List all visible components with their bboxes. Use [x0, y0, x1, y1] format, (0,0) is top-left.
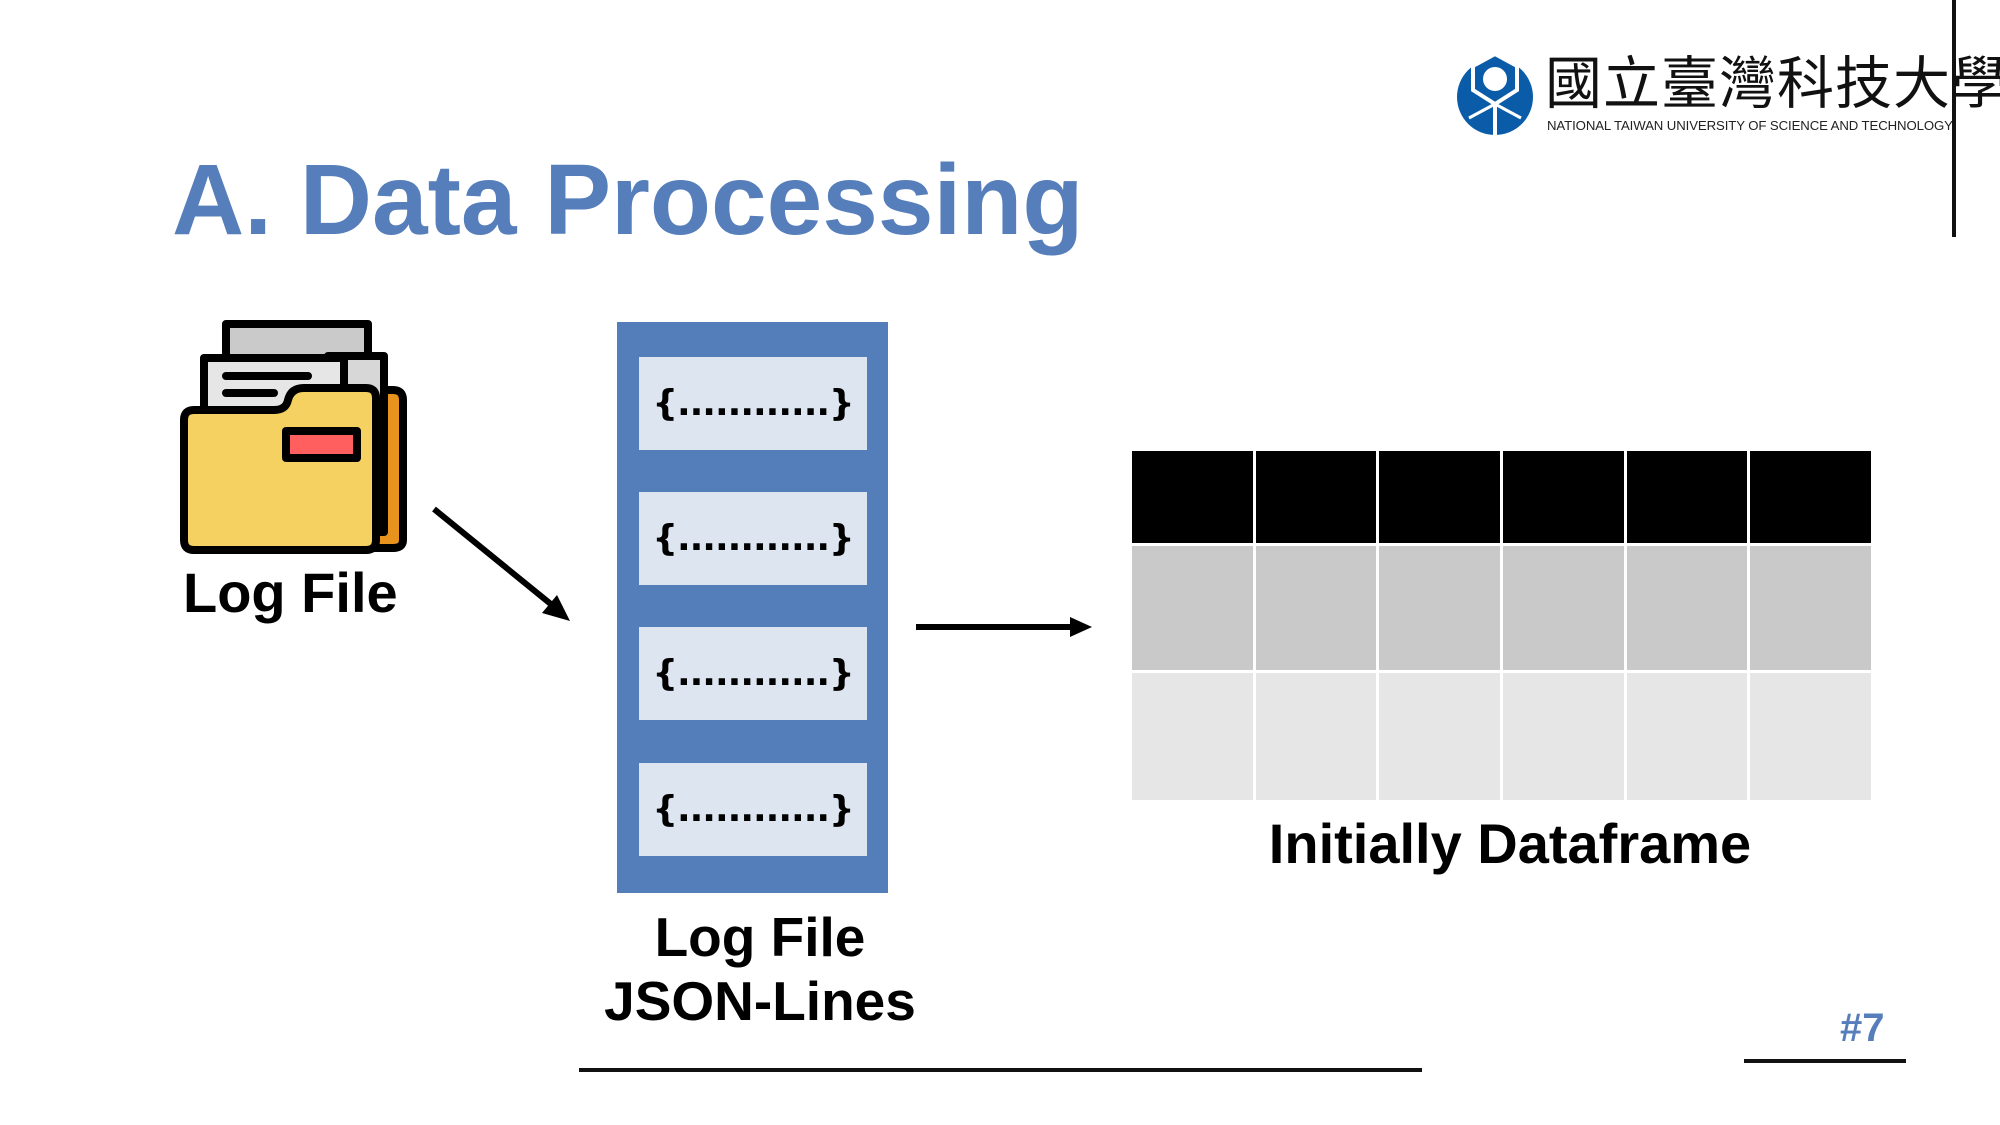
dataframe-cell	[1255, 546, 1377, 670]
dataframe-label: Initially Dataframe	[1268, 812, 1752, 875]
ntust-emblem-icon	[1457, 52, 1533, 136]
json-line: {............}	[639, 627, 867, 720]
dataframe-cell	[1132, 673, 1253, 800]
page-number-underline	[1744, 1059, 1906, 1063]
json-line: {............}	[639, 357, 867, 450]
folder-with-documents-icon	[180, 320, 407, 554]
json-lines-label-line1: Log File	[654, 906, 866, 968]
university-name-chinese: 國立臺灣科技大學	[1545, 51, 2000, 117]
dataframe-cell	[1750, 673, 1871, 800]
university-logo: 國立臺灣科技大學 NATIONAL TAIWAN UNIVERSITY OF S…	[1455, 52, 2000, 137]
dataframe-cell	[1626, 546, 1748, 670]
dataframe-cell	[1379, 546, 1500, 670]
university-name-english: NATIONAL TAIWAN UNIVERSITY OF SCIENCE AN…	[1547, 118, 1953, 133]
json-lines-file: {............} {............} {.........…	[617, 322, 888, 893]
json-line: {............}	[639, 763, 867, 856]
dataframe-header-cell	[1750, 451, 1871, 543]
dataframe-header-cell	[1132, 451, 1253, 543]
page-number: #7	[1840, 1006, 1885, 1050]
dataframe-cell	[1750, 546, 1871, 670]
log-file-label: Log File	[183, 561, 398, 624]
json-line: {............}	[639, 492, 867, 585]
dataframe-table	[1132, 451, 1871, 802]
slide-title: A. Data Processing	[172, 144, 1084, 256]
json-lines-label: Log File JSON-Lines	[560, 905, 960, 1033]
dataframe-cell	[1502, 673, 1624, 800]
dataframe-cell	[1255, 673, 1377, 800]
dataframe-cell	[1502, 546, 1624, 670]
dataframe-header-cell	[1379, 451, 1500, 543]
dataframe-header-cell	[1502, 451, 1624, 543]
dataframe-cell	[1379, 673, 1500, 800]
arrow-down-right-icon	[432, 506, 570, 621]
json-lines-label-line2: JSON-Lines	[604, 970, 916, 1032]
arrow-right-icon	[916, 617, 1092, 637]
dataframe-header-cell	[1255, 451, 1377, 543]
dataframe-header-cell	[1626, 451, 1748, 543]
dataframe-cell	[1626, 673, 1748, 800]
header-divider	[1952, 0, 1956, 237]
footer-divider	[579, 1068, 1422, 1072]
dataframe-cell	[1132, 546, 1253, 670]
